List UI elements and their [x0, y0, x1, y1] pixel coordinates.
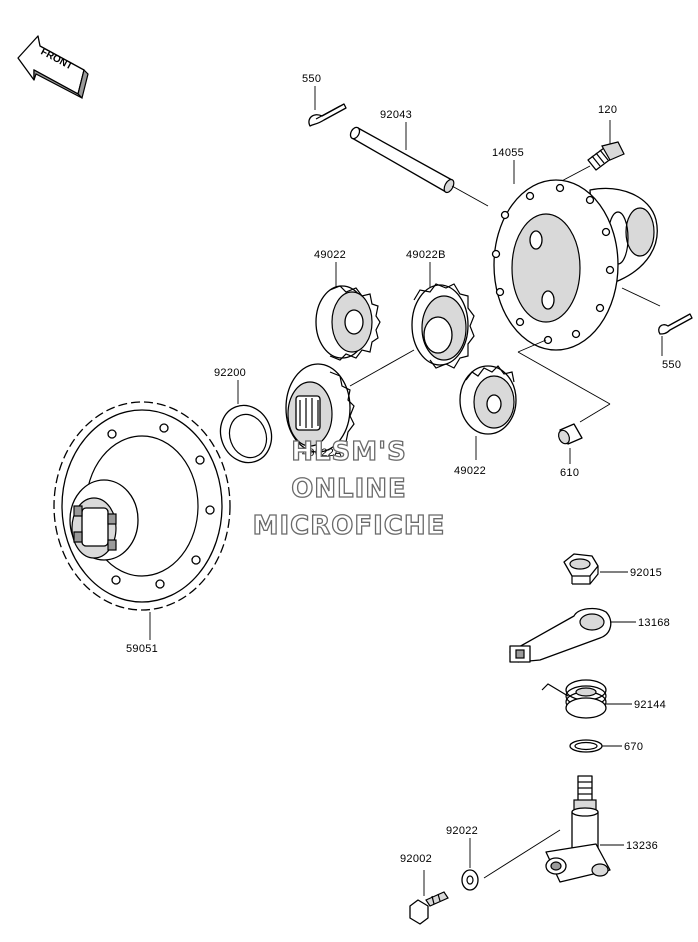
bevel-gear-49022B	[411, 283, 475, 369]
label-14055: 14055	[492, 147, 524, 159]
label-120: 120	[598, 104, 617, 116]
cotter-pin-550-right	[658, 313, 693, 335]
shaft-pin-92043	[349, 126, 455, 194]
spring-pin-610	[557, 423, 583, 445]
label-92200: 92200	[214, 367, 246, 379]
label-49022-bottom: 49022	[454, 465, 486, 477]
label-92015: 92015	[630, 567, 662, 579]
label-550-top: 550	[302, 73, 321, 85]
label-670: 670	[624, 741, 643, 753]
lever-13168	[509, 607, 612, 663]
washer-92200	[219, 404, 273, 464]
label-13168: 13168	[638, 617, 670, 629]
watermark-line2: ONLINE	[291, 474, 407, 504]
shaft-13236	[545, 775, 611, 883]
label-92043: 92043	[380, 109, 412, 121]
washer-92022	[461, 869, 479, 891]
bolt-120	[587, 141, 625, 171]
bevel-gear-49022-left	[315, 285, 381, 361]
front-arrow-icon: FRONT	[17, 35, 89, 100]
label-49022-left: 49022	[314, 249, 346, 261]
label-49022B: 49022B	[406, 249, 446, 261]
label-59051: 59051	[126, 643, 158, 655]
bolt-92002	[409, 891, 449, 925]
spring-92144	[541, 679, 607, 719]
label-610: 610	[560, 467, 579, 479]
watermark-line3: MICROFICHE	[253, 511, 446, 541]
side-gear-49022A	[285, 363, 355, 453]
circlip-670	[569, 739, 603, 753]
bevel-gear-49022-bottom	[459, 365, 517, 435]
watermark-line1: HLSM'S	[291, 437, 407, 467]
label-92144: 92144	[634, 699, 666, 711]
differential-case-14055	[491, 179, 658, 351]
label-49022A: 49022A	[302, 447, 342, 459]
label-92002: 92002	[400, 853, 432, 865]
nut-92015	[563, 553, 599, 585]
cotter-pin-550-top	[308, 103, 347, 127]
label-92022: 92022	[446, 825, 478, 837]
ring-gear-59051	[53, 401, 231, 611]
label-550-right: 550	[662, 359, 681, 371]
label-13236: 13236	[626, 840, 658, 852]
